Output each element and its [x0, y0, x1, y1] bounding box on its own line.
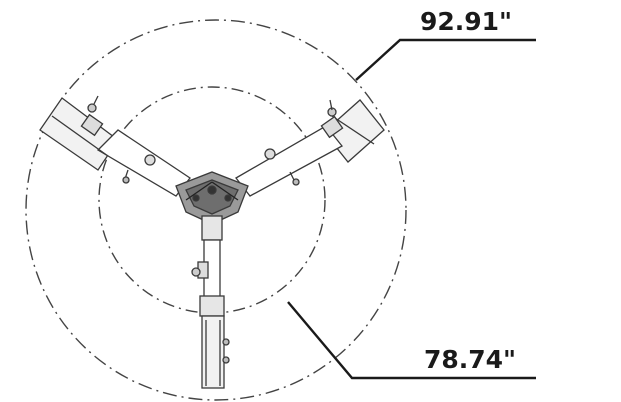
- outer-dimension-callout: 92.91": [355, 7, 536, 81]
- center-hub: [175, 171, 249, 225]
- outer-diameter-circle: [25, 19, 407, 401]
- bottom-leg: [191, 215, 230, 389]
- right-leg: [235, 99, 385, 197]
- inner-dimension-callout: 78.74": [287, 301, 536, 380]
- outer-leader-line: [355, 38, 536, 81]
- left-leg: [39, 95, 191, 197]
- inner-dimension-label: 78.74": [424, 345, 516, 374]
- tripod-assembly: [39, 95, 385, 389]
- outer-dimension-label: 92.91": [420, 7, 512, 36]
- inner-leader-line: [287, 301, 536, 380]
